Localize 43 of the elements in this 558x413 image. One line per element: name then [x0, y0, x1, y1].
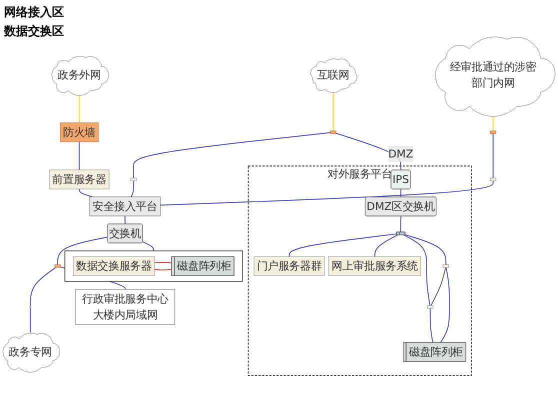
- connector: [430, 308, 434, 344]
- connector: [30, 308, 31, 334]
- node-box: [54, 264, 61, 268]
- node-box: [442, 264, 449, 268]
- node-box: [130, 178, 137, 182]
- node-box: [490, 178, 496, 182]
- node-box: [490, 131, 496, 134]
- zone-label: 网络接入区: [4, 4, 64, 21]
- connector: [492, 114, 494, 132]
- node-box: 网上审批服务系统: [328, 256, 422, 276]
- connector: [133, 132, 331, 179]
- connector: [374, 234, 398, 258]
- connector: [288, 234, 397, 258]
- node-box: 门户服务器群: [254, 256, 325, 276]
- connector: [440, 268, 450, 344]
- node-box: 安全接入平台: [90, 197, 160, 216]
- connector: [332, 92, 334, 132]
- connector: [130, 180, 134, 198]
- connector: [78, 94, 80, 124]
- connector: [154, 262, 172, 264]
- connector: [30, 268, 56, 307]
- connector: [142, 242, 154, 252]
- connector: [400, 216, 402, 233]
- node-box: [427, 306, 434, 309]
- node-box: 防火墙: [60, 122, 98, 142]
- node-box: [330, 131, 336, 134]
- connector: [57, 237, 108, 266]
- node-box: 行政审批服务中心大楼内局域网: [75, 289, 176, 326]
- node-box: 前置服务器: [49, 170, 110, 190]
- connector: [78, 188, 93, 198]
- connector: [154, 269, 172, 271]
- node-box: 数据交换服务器: [73, 256, 155, 276]
- connector: [430, 268, 446, 306]
- cluster: [64, 250, 243, 282]
- connector: [78, 142, 80, 171]
- connector: [404, 234, 446, 266]
- zone-label: 数据交换区: [4, 23, 64, 40]
- connector: [160, 180, 494, 206]
- connector: [403, 234, 430, 306]
- connector: [492, 134, 494, 179]
- node-circle: [29, 306, 32, 308]
- connector: [124, 216, 126, 225]
- edge-label: DMZ: [388, 148, 414, 161]
